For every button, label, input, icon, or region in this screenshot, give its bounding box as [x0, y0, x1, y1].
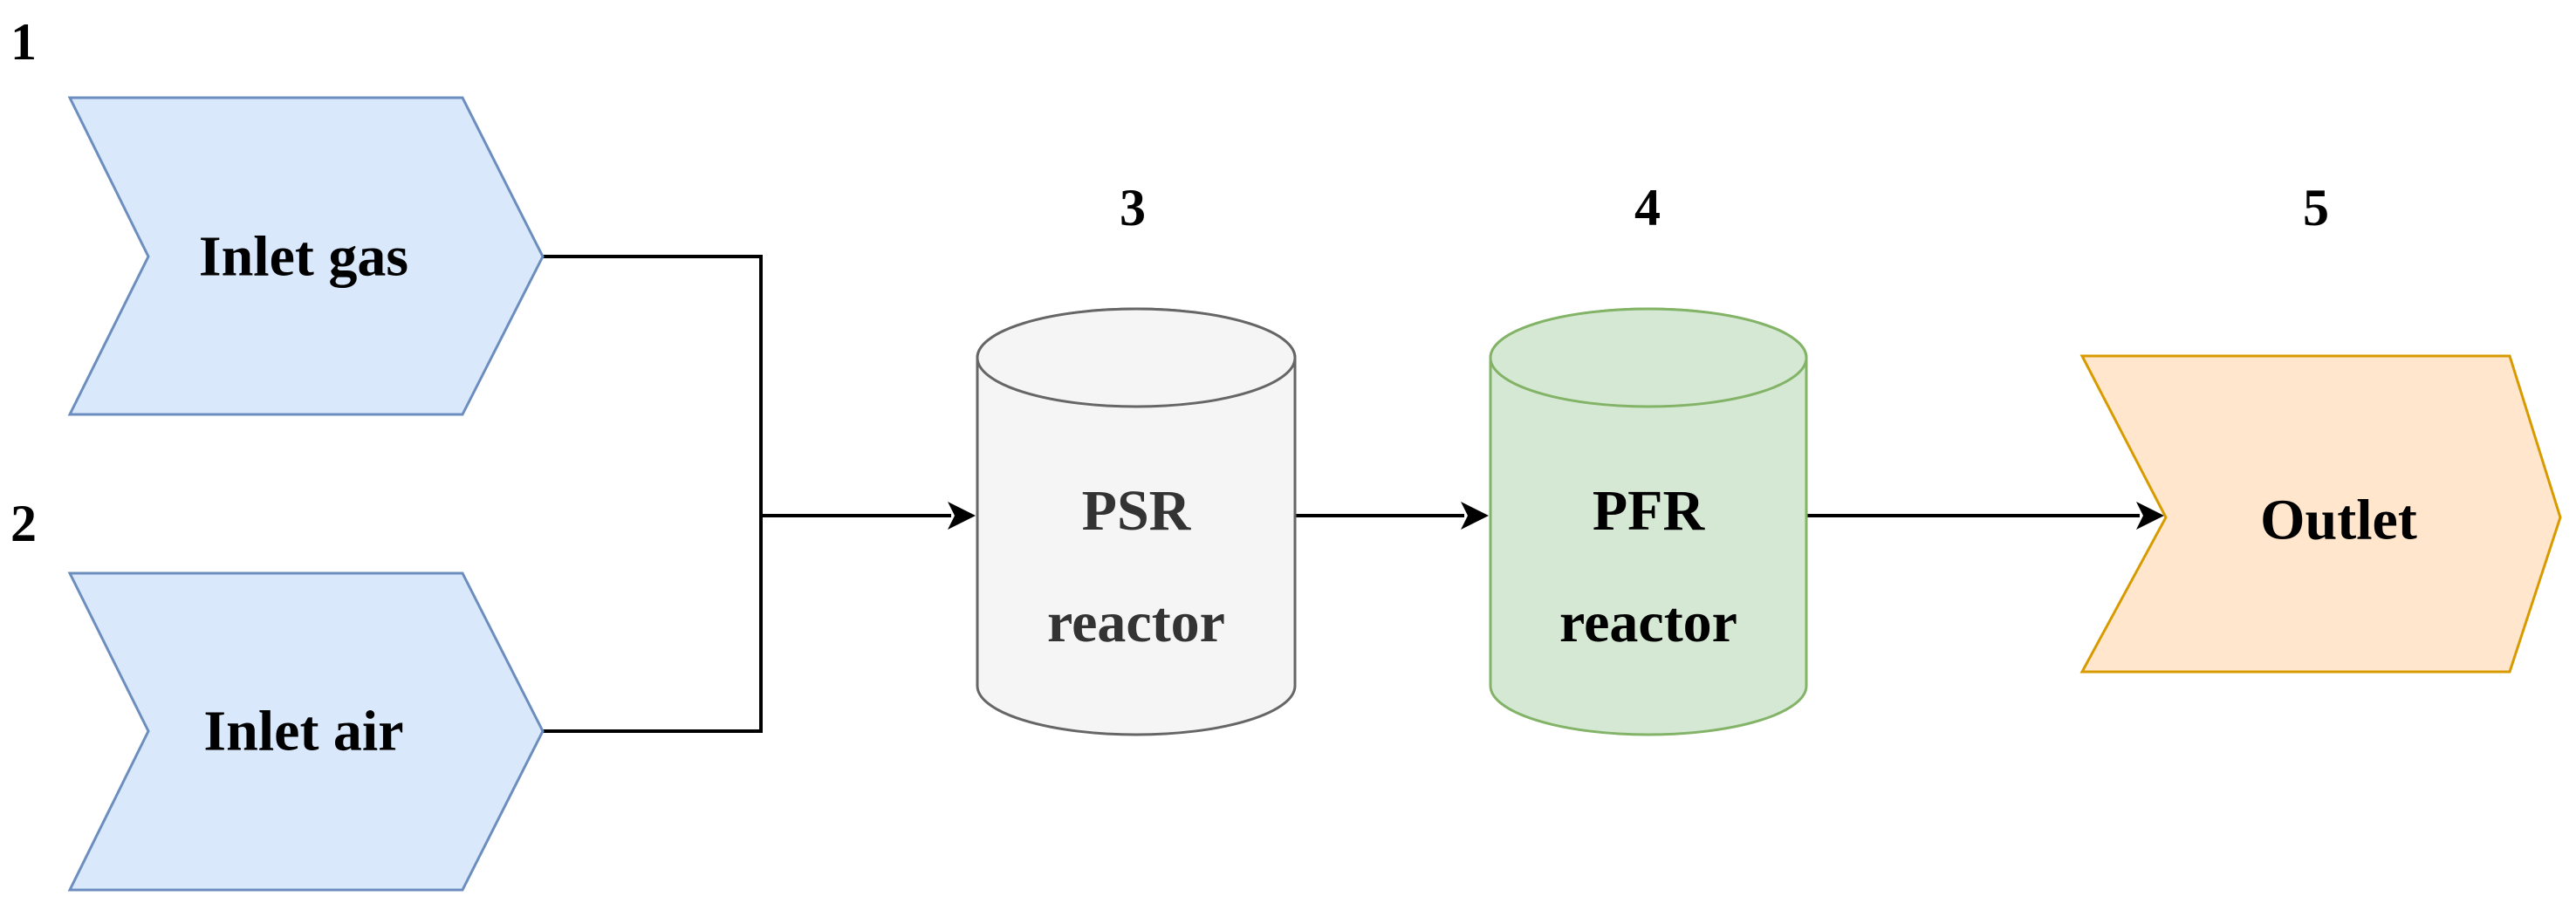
- psr-label-line2: reactor: [1047, 591, 1225, 654]
- step-number-3: 3: [1120, 179, 1146, 236]
- outlet-chevron: [2079, 354, 2562, 674]
- psr-label-line1: PSR: [1082, 479, 1192, 543]
- pfr-reactor-cylinder-top: [1489, 307, 1808, 408]
- inlet-air-chevron: [67, 571, 545, 892]
- arrowhead-to-psr: [948, 502, 976, 530]
- arrowhead-to-outlet: [2136, 502, 2164, 530]
- step-number-1: 1: [10, 13, 37, 71]
- pfr-reactor-shape: PFR reactor: [1489, 307, 1808, 736]
- step-number-2: 2: [10, 495, 37, 552]
- inlet-gas-chevron: [67, 96, 545, 416]
- step-number-5: 5: [2303, 179, 2329, 236]
- connectors: [543, 255, 2164, 733]
- step-number-4: 4: [1634, 179, 1661, 236]
- connector-inlet-gas: [543, 255, 763, 733]
- inlet-air-shape: Inlet air: [67, 571, 545, 892]
- psr-reactor-shape: PSR reactor: [976, 307, 1297, 736]
- inlet-air-label: Inlet air: [203, 700, 403, 763]
- inlet-gas-label: Inlet gas: [199, 225, 408, 289]
- psr-reactor-cylinder-top: [976, 307, 1297, 408]
- pfr-label-line1: PFR: [1593, 479, 1706, 543]
- inlet-gas-shape: Inlet gas: [67, 96, 545, 416]
- pfr-label-line2: reactor: [1559, 591, 1737, 654]
- arrowhead-to-pfr: [1461, 502, 1489, 530]
- outlet-label: Outlet: [2260, 489, 2417, 552]
- outlet-shape: Outlet: [2079, 354, 2562, 674]
